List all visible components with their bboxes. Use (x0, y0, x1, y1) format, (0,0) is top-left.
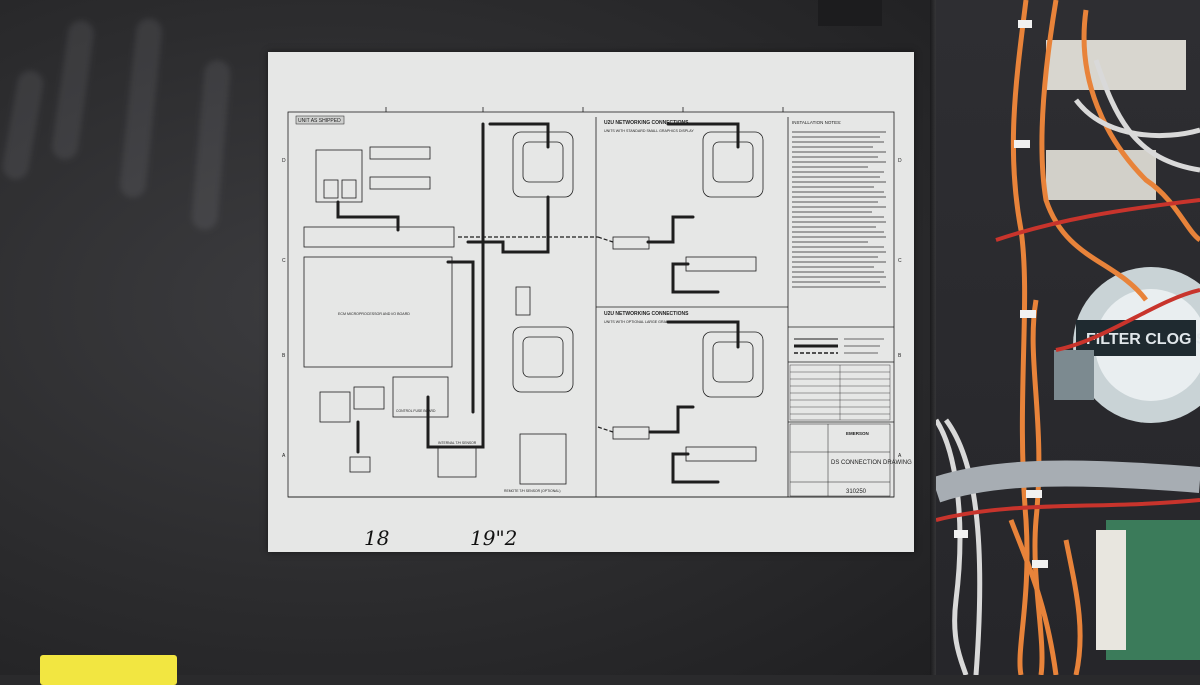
large-display-right (702, 331, 764, 398)
svg-text:D: D (898, 158, 902, 164)
handwritten-note-19: 19"2 (470, 526, 518, 550)
ethernet-cables (336, 122, 740, 484)
drawing-title: DS CONNECTION DRAWING (831, 460, 912, 466)
svg-text:FILTER CLOG SWITC: FILTER CLOG SWITC (1086, 331, 1200, 348)
large-display-left (512, 326, 574, 393)
u2u-large-subtitle: UNITS WITH OPTIONAL LARGE GRAPHICS DISPL… (604, 320, 693, 324)
remote-th-sensor (519, 433, 567, 485)
small-display-right (702, 131, 764, 198)
terminal-strip (1046, 150, 1156, 200)
intellislot-power-supply (315, 149, 363, 203)
fuse-board-label: CONTROL FUSE BOARD (396, 409, 436, 413)
u2u-small-subtitle: UNITS WITH STANDARD SMALL GRAPHICS DISPL… (604, 129, 694, 133)
svg-text:C: C (898, 258, 902, 264)
panel-top-tab (818, 0, 882, 26)
ecm-io-board-top (612, 236, 650, 250)
emerson-logo: EMERSON (846, 431, 869, 436)
drawing-number: 310250 (846, 489, 867, 495)
terminal-connector (1096, 530, 1126, 650)
drawing-border (287, 111, 895, 498)
u2u-small-title: U2U NETWORKING CONNECTIONS (604, 120, 689, 126)
grid-row-letters: D C B A D C B A (282, 158, 902, 459)
switch-bracket (1054, 350, 1094, 400)
internal-sensor-label: INTERNAL T/H SENSOR (438, 441, 477, 445)
u2u-network-switch-top (685, 256, 757, 272)
yellow-label (40, 655, 177, 685)
transformer (319, 391, 351, 423)
svg-text:B: B (898, 353, 902, 359)
wiring-legend (794, 338, 838, 354)
wiring-harness: FILTER CLOG SWITC (936, 0, 1200, 675)
title-block (789, 423, 891, 497)
svg-text:A: A (898, 453, 902, 459)
u2u-large-title: U2U NETWORKING CONNECTIONS (604, 311, 689, 317)
svg-text:B: B (282, 353, 286, 359)
internal-th-sensor (437, 446, 477, 478)
conduit (936, 460, 1200, 503)
svg-text:A: A (282, 453, 286, 459)
isolation-transformer (353, 386, 385, 410)
schematic-drawing: UNIT AS SHIPPED U2U NETWORKING CONNECTIO… (282, 107, 912, 498)
terminal-strip (1046, 40, 1186, 90)
u2u-network-switch-bottom (685, 446, 757, 462)
installation-notes-text (792, 131, 886, 288)
control-fuse-board (392, 376, 449, 418)
unit-as-shipped-label: UNIT AS SHIPPED (298, 118, 341, 124)
ecm-board (303, 256, 453, 368)
small-display-left (512, 131, 574, 198)
connection-drawing-sheet: UNIT AS SHIPPED U2U NETWORKING CONNECTIO… (268, 52, 914, 552)
svg-text:C: C (282, 258, 286, 264)
installation-notes-heading: INSTALLATION NOTES: (792, 120, 841, 125)
wiring-drawing: FILTER CLOG SWITC (936, 0, 1200, 675)
handwritten-note-18: 18 (364, 526, 390, 550)
ecm-io-board-bottom (612, 426, 650, 440)
svg-text:D: D (282, 158, 286, 164)
parts-list-table (789, 364, 891, 421)
remote-sensor-label: REMOTE T/H SENSOR (OPTIONAL) (504, 489, 560, 493)
terminal-block (349, 456, 371, 473)
ecm-board-label: ECM MICROPROCESSOR AND I/O BOARD (338, 312, 410, 316)
crossover-coupler (515, 286, 531, 316)
